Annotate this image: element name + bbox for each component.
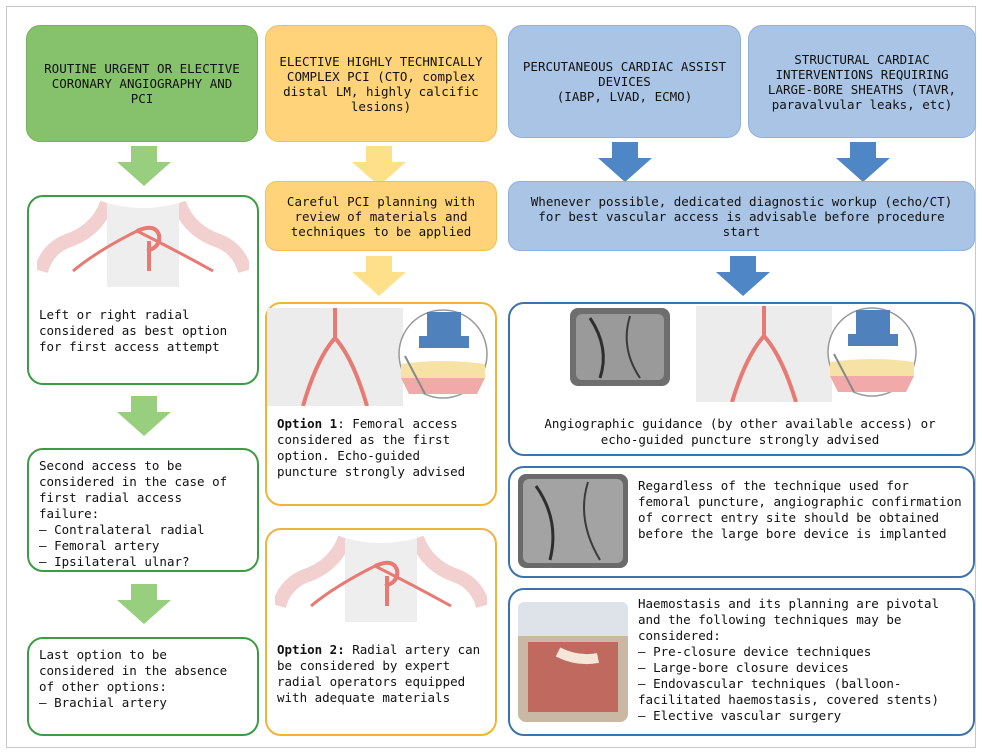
- second-access-item-1: Contralateral radial: [39, 522, 247, 538]
- header-routine-pci-text: ROUTINE URGENT OR ELECTIVE CORONARY ANGI…: [37, 61, 247, 106]
- radial-access-text: Left or right radial considered as best …: [39, 307, 249, 355]
- header-complex-pci: ELECTIVE HIGHLY TECHNICALLY COMPLEX PCI …: [265, 25, 497, 142]
- header-assist-devices: PERCUTANEOUS CARDIAC ASSIST DEVICES (IAB…: [508, 25, 741, 138]
- confirmation-text: Regardless of the technique used for fem…: [638, 478, 963, 542]
- header-structural-wrap: STRUCTURAL CARDIAC INTERVENTIONS REQUIRI…: [759, 52, 965, 112]
- haemostasis-list: Pre-closure device techniques Large-bore…: [638, 644, 968, 724]
- femoral-sketch-2-icon: [696, 306, 924, 402]
- green-arrow-down-2: [117, 396, 171, 436]
- femoral-sketch-icon: [267, 308, 495, 406]
- haemostasis-card: Haemostasis and its planning are pivotal…: [508, 588, 975, 736]
- radial-access-card: Left or right radial considered as best …: [27, 195, 259, 385]
- last-option-item: – Brachial artery: [39, 695, 247, 711]
- option1-label: Option 1: [277, 416, 337, 431]
- second-access-card: Second access to be considered in the ca…: [27, 448, 259, 572]
- surgical-photo-icon: [518, 602, 628, 722]
- header-structural: STRUCTURAL CARDIAC INTERVENTIONS REQUIRI…: [748, 25, 976, 138]
- haemostasis-item-4: Elective vascular surgery: [638, 708, 968, 724]
- upper-body-radial-sketch-2-icon: [275, 536, 487, 622]
- last-option-card: Last option to be considered in the abse…: [27, 637, 259, 736]
- guidance-text: Angiographic guidance (by other availabl…: [540, 416, 940, 448]
- haemostasis-intro: Haemostasis and its planning are pivotal…: [638, 596, 968, 644]
- last-option-intro: Last option to be considered in the abse…: [39, 647, 247, 695]
- orange-arrow-down-2: [352, 256, 406, 296]
- option2-label: Option 2:: [277, 642, 345, 657]
- haemostasis-item-3: Endovascular techniques (balloon-facilit…: [638, 676, 968, 708]
- second-access-list: Contralateral radial Femoral artery Ipsi…: [39, 522, 247, 570]
- haemostasis-item-1: Pre-closure device techniques: [638, 644, 968, 660]
- header-assist-devices-sub: (IABP, LVAD, ECMO): [557, 89, 692, 104]
- second-access-item-3: Ipsilateral ulnar?: [39, 554, 247, 570]
- pci-planning-box: Careful PCI planning with review of mate…: [265, 181, 497, 251]
- blue-arrow-down-3: [716, 256, 770, 296]
- guidance-card: Angiographic guidance (by other availabl…: [508, 302, 975, 456]
- pci-planning-text: Careful PCI planning with review of mate…: [276, 194, 486, 239]
- green-arrow-down-1: [117, 146, 171, 186]
- option2-text: Option 2: Radial artery can be considere…: [277, 642, 487, 706]
- angiography-image-icon: [570, 308, 670, 386]
- option1-card: Option 1: Femoral access considered as t…: [265, 302, 497, 506]
- option2-card: Option 2: Radial artery can be considere…: [265, 528, 497, 736]
- orange-arrow-down-1: [352, 146, 406, 186]
- header-assist-devices-title: PERCUTANEOUS CARDIAC ASSIST DEVICES: [519, 59, 730, 89]
- haemostasis-content: Haemostasis and its planning are pivotal…: [638, 596, 968, 724]
- diagnostic-workup-text: Whenever possible, dedicated diagnostic …: [519, 194, 964, 239]
- second-access-item-2: Femoral artery: [39, 538, 247, 554]
- option1-text: Option 1: Femoral access considered as t…: [277, 416, 487, 480]
- haemostasis-item-2: Large-bore closure devices: [638, 660, 968, 676]
- blue-arrow-down-2: [836, 142, 890, 182]
- upper-body-radial-sketch-icon: [37, 201, 249, 287]
- last-option-item-text: Brachial artery: [54, 695, 167, 710]
- header-complex-pci-wrap: ELECTIVE HIGHLY TECHNICALLY COMPLEX PCI …: [276, 54, 486, 114]
- second-access-intro: Second access to be considered in the ca…: [39, 458, 247, 522]
- blue-arrow-down-1: [598, 142, 652, 182]
- angiography-image-2-icon: [518, 474, 628, 568]
- confirmation-card: Regardless of the technique used for fem…: [508, 466, 975, 578]
- diagnostic-workup-box: Whenever possible, dedicated diagnostic …: [508, 181, 975, 251]
- header-routine-pci: ROUTINE URGENT OR ELECTIVE CORONARY ANGI…: [26, 25, 258, 142]
- green-arrow-down-3: [117, 584, 171, 624]
